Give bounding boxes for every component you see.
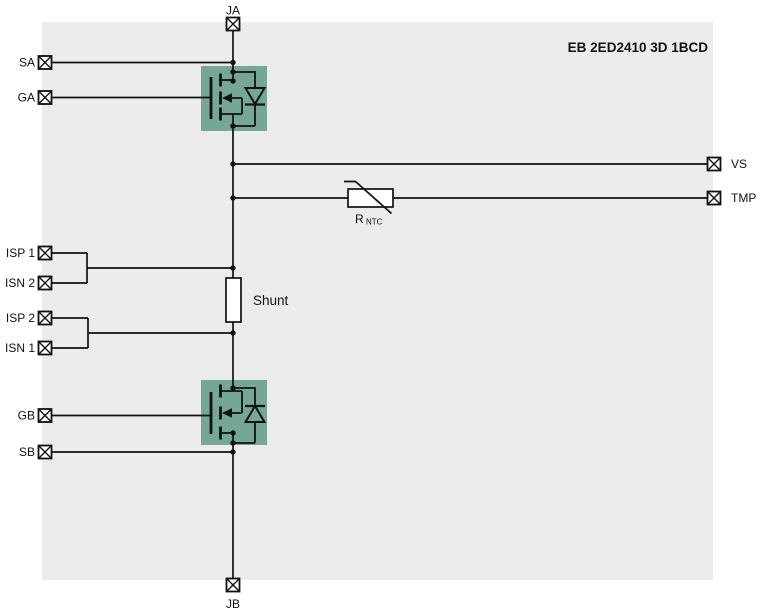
terminals: [37, 16, 722, 593]
terminal-sa-label: SA: [19, 56, 35, 70]
ntc-label: R: [355, 212, 364, 226]
terminal-tmp-icon: [706, 190, 722, 206]
shunt-resistor: Shunt: [225, 277, 289, 323]
terminal-isp1-icon: [37, 245, 53, 261]
junction-dots: [230, 59, 236, 455]
body-diode-a-icon: [233, 71, 267, 127]
board-title: EB 2ED2410 3D 1BCD: [568, 40, 709, 55]
wire-isp2-isn1: [51, 317, 233, 349]
terminal-sb-icon: [37, 444, 53, 460]
terminal-vs-icon: [706, 156, 722, 172]
ntc-resistor: R NTC: [344, 180, 394, 227]
terminal-isn2-icon: [37, 275, 53, 291]
terminal-jb-label: JB: [226, 597, 240, 611]
terminal-isn1-icon: [37, 340, 53, 356]
shunt-label: Shunt: [253, 293, 289, 308]
mosfet-b-body-arrow-icon: [222, 408, 232, 418]
ntc-label-subscript: NTC: [366, 218, 383, 227]
body-diode-b-icon: [233, 387, 267, 444]
wires: [51, 30, 708, 579]
terminal-isn1-label: ISN 1: [5, 341, 35, 355]
mosfet-a-gate-channel: [209, 73, 222, 121]
terminal-labels: JA SA GA ISP 1 ISN 2 ISP 2 ISN 1 GB SB J…: [5, 4, 756, 612]
board-background: [42, 22, 713, 580]
terminal-ja-icon: [225, 16, 241, 32]
terminal-sb-label: SB: [19, 445, 35, 459]
terminal-vs-label: VS: [731, 157, 747, 171]
terminal-tmp-label: TMP: [731, 191, 756, 205]
ntc-strike-icon: [344, 180, 393, 215]
terminal-isp2-icon: [37, 310, 53, 326]
terminal-isn2-label: ISN 2: [5, 276, 35, 290]
terminal-isp1-label: ISP 1: [6, 246, 35, 260]
wire-isp1-isn2: [51, 252, 233, 284]
terminal-sa-icon: [37, 55, 53, 70]
terminal-gb-icon: [37, 408, 53, 423]
terminal-isp2-label: ISP 2: [6, 311, 35, 325]
mosfet-a-body-arrow-icon: [222, 93, 232, 103]
terminal-gb-label: GB: [18, 409, 35, 423]
terminal-ga-label: GA: [18, 91, 35, 105]
terminal-ga-icon: [37, 90, 53, 105]
mosfet-b-gate-channel: [209, 384, 222, 440]
mosfet-b-symbol: [209, 384, 267, 444]
terminal-ja-label: JA: [226, 4, 240, 18]
terminal-jb-icon: [225, 577, 241, 593]
